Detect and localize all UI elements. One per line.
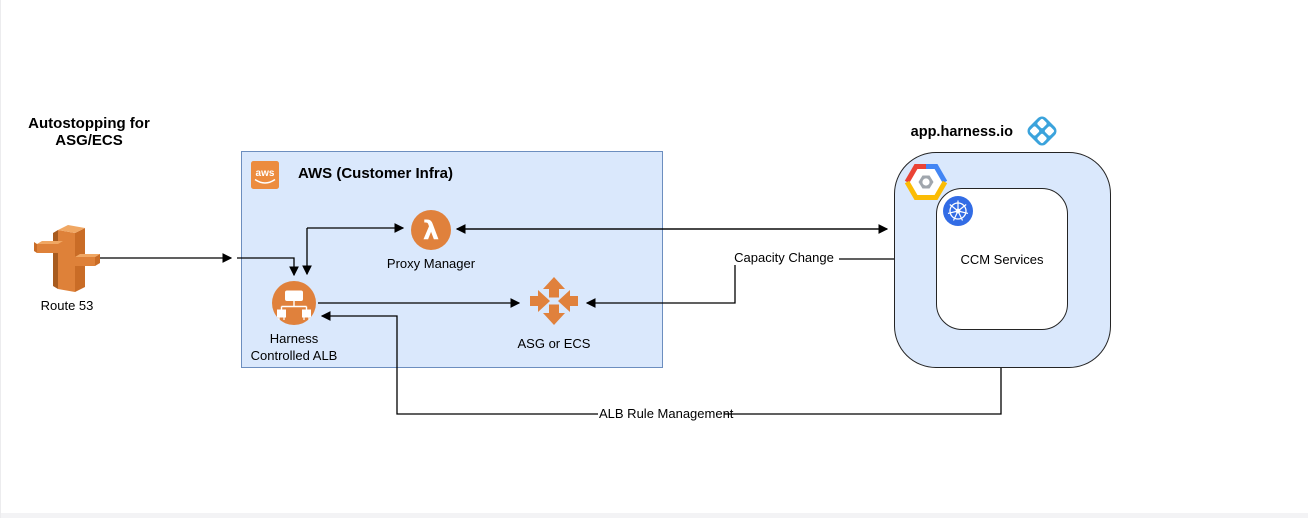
alb-rule-management-label: ALB Rule Management (598, 406, 734, 421)
ccm-services-label: CCM Services (960, 252, 1044, 267)
page-title-line2: ASG/ECS (55, 132, 123, 149)
alb-label: Harness Controlled ALB (239, 330, 349, 364)
aws-group-title: AWS (Customer Infra) (298, 165, 454, 182)
alb-label-line2: Controlled ALB (250, 348, 338, 363)
page-title: Autostopping for ASG/ECS (19, 115, 159, 149)
harness-domain-label: app.harness.io (910, 124, 1013, 140)
page-title-line1: Autostopping for (28, 115, 150, 132)
capacity-change-label: Capacity Change (729, 251, 839, 265)
asg-label: ASG or ECS (517, 336, 591, 351)
alb-label-line1: Harness (269, 331, 319, 346)
bottom-edge-strip (1, 513, 1308, 518)
route53-label: Route 53 (40, 298, 94, 313)
proxy-manager-label: Proxy Manager (386, 256, 476, 271)
